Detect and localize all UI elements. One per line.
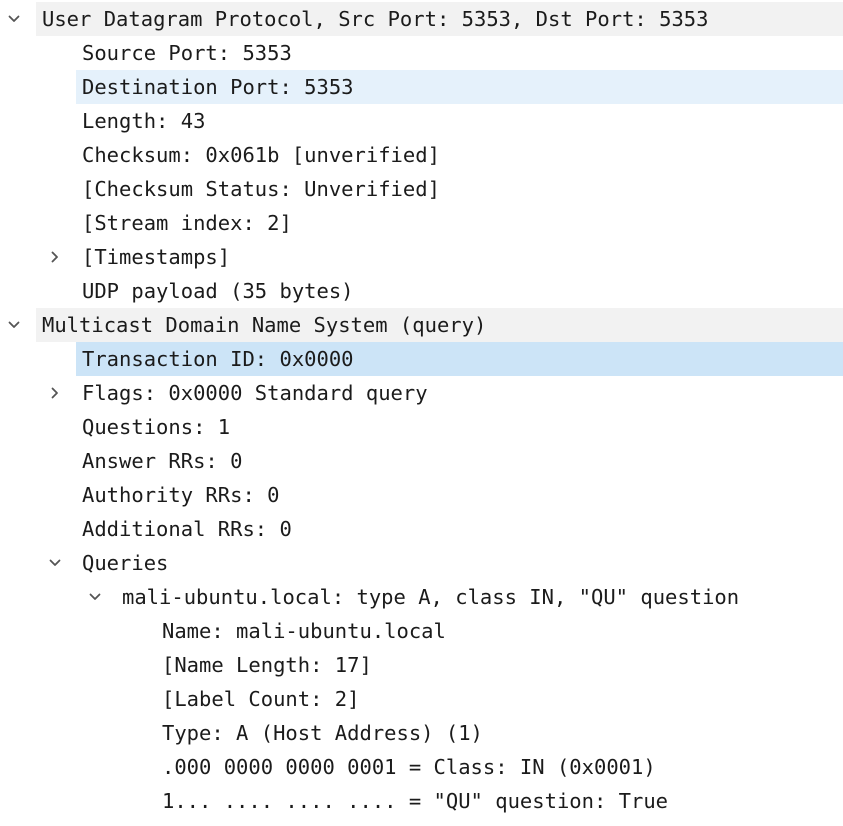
tree-row[interactable]: Transaction ID: 0x0000 (0, 342, 843, 376)
chevron-down-icon[interactable] (85, 580, 105, 614)
tree-row-label: Questions: 1 (82, 415, 231, 439)
tree-row-label: [Name Length: 17] (162, 653, 372, 677)
tree-row[interactable]: [Name Length: 17] (0, 648, 843, 682)
tree-row-label: Queries (82, 551, 169, 575)
tree-row-label: Flags: 0x0000 Standard query (82, 381, 428, 405)
tree-row[interactable]: [Checksum Status: Unverified] (0, 172, 843, 206)
tree-row[interactable]: [Timestamps] (0, 240, 843, 274)
tree-row[interactable]: User Datagram Protocol, Src Port: 5353, … (0, 2, 843, 36)
chevron-down-icon[interactable] (45, 546, 65, 580)
tree-row[interactable]: Checksum: 0x061b [unverified] (0, 138, 843, 172)
selected-row-highlight (76, 342, 843, 376)
tree-row-label: .000 0000 0000 0001 = Class: IN (0x0001) (162, 755, 656, 779)
tree-row-label: [Stream index: 2] (82, 211, 292, 235)
tree-row[interactable]: .000 0000 0000 0001 = Class: IN (0x0001) (0, 750, 843, 784)
tree-row-label: UDP payload (35 bytes) (82, 279, 354, 303)
tree-row-label: Multicast Domain Name System (query) (42, 313, 487, 337)
tree-row-label: Type: A (Host Address) (1) (162, 721, 483, 745)
tree-row-label: Destination Port: 5353 (82, 75, 354, 99)
tree-row[interactable]: Additional RRs: 0 (0, 512, 843, 546)
tree-row[interactable]: Destination Port: 5353 (0, 70, 843, 104)
tree-row-label: Source Port: 5353 (82, 41, 292, 65)
tree-row[interactable]: Flags: 0x0000 Standard query (0, 376, 843, 410)
tree-row-label: Authority RRs: 0 (82, 483, 280, 507)
tree-row-label: Name: mali-ubuntu.local (162, 619, 446, 643)
chevron-down-icon[interactable] (4, 2, 24, 36)
hover-row-highlight (76, 70, 843, 104)
chevron-right-icon[interactable] (45, 240, 65, 274)
tree-row-label: Transaction ID: 0x0000 (82, 347, 354, 371)
tree-row-label: [Timestamps] (82, 245, 231, 269)
tree-row-label: mali-ubuntu.local: type A, class IN, "QU… (122, 585, 740, 609)
tree-row[interactable]: mali-ubuntu.local: type A, class IN, "QU… (0, 580, 843, 614)
tree-row[interactable]: Authority RRs: 0 (0, 478, 843, 512)
tree-row[interactable]: Source Port: 5353 (0, 36, 843, 70)
tree-row[interactable]: 1... .... .... .... = "QU" question: Tru… (0, 784, 843, 818)
tree-row-label: [Label Count: 2] (162, 687, 360, 711)
group-header-highlight (36, 308, 843, 342)
tree-row[interactable]: [Label Count: 2] (0, 682, 843, 716)
tree-row[interactable]: Multicast Domain Name System (query) (0, 308, 843, 342)
tree-row[interactable]: Queries (0, 546, 843, 580)
tree-row-label: 1... .... .... .... = "QU" question: Tru… (162, 789, 669, 813)
tree-row[interactable]: Length: 43 (0, 104, 843, 138)
tree-row[interactable]: UDP payload (35 bytes) (0, 274, 843, 308)
chevron-right-icon[interactable] (45, 376, 65, 410)
tree-row-label: Answer RRs: 0 (82, 449, 243, 473)
chevron-down-icon[interactable] (4, 308, 24, 342)
group-header-highlight (36, 2, 843, 36)
tree-row-label: [Checksum Status: Unverified] (82, 177, 440, 201)
tree-row-label: Checksum: 0x061b [unverified] (82, 143, 440, 167)
tree-row-label: Additional RRs: 0 (82, 517, 292, 541)
tree-row[interactable]: Type: A (Host Address) (1) (0, 716, 843, 750)
tree-row[interactable]: Answer RRs: 0 (0, 444, 843, 478)
tree-row-label: Length: 43 (82, 109, 206, 133)
tree-row-label: User Datagram Protocol, Src Port: 5353, … (42, 7, 709, 31)
tree-row[interactable]: [Stream index: 2] (0, 206, 843, 240)
tree-row[interactable]: Questions: 1 (0, 410, 843, 444)
tree-row[interactable]: Name: mali-ubuntu.local (0, 614, 843, 648)
